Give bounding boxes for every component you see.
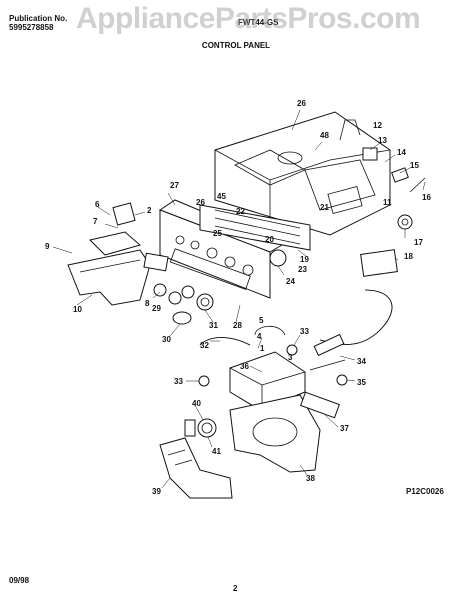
callout-41: 41 bbox=[212, 447, 221, 456]
callout-13: 13 bbox=[378, 136, 387, 145]
callout-21: 21 bbox=[320, 203, 329, 212]
callout-12: 12 bbox=[373, 121, 382, 130]
control-bracket bbox=[199, 204, 311, 267]
callout-19: 19 bbox=[300, 255, 309, 264]
model-number: FWT44-GS bbox=[238, 18, 279, 27]
callout-22: 22 bbox=[236, 207, 245, 216]
publication-label: Publication No. bbox=[9, 14, 68, 23]
callout-14: 14 bbox=[397, 148, 406, 157]
callout-15: 15 bbox=[410, 161, 419, 170]
callout-38: 38 bbox=[306, 474, 315, 483]
callout-5: 5 bbox=[259, 316, 264, 325]
callout-26-mid: 26 bbox=[196, 198, 205, 207]
callout-30: 30 bbox=[162, 335, 171, 344]
callout-20: 20 bbox=[265, 235, 274, 244]
callout-45: 45 bbox=[217, 192, 226, 201]
callout-39: 39 bbox=[152, 487, 161, 496]
page-number: 2 bbox=[233, 584, 238, 593]
callout-16: 16 bbox=[422, 193, 431, 202]
callout-29: 29 bbox=[152, 304, 161, 313]
callout-labels: 26 48 12 13 14 15 16 27 26 45 22 25 20 2… bbox=[45, 99, 431, 496]
callout-36: 36 bbox=[240, 362, 249, 371]
callout-10: 10 bbox=[73, 305, 82, 314]
control-frame bbox=[214, 111, 391, 236]
callout-11: 11 bbox=[383, 198, 392, 207]
callout-6: 6 bbox=[95, 200, 100, 209]
callout-34: 34 bbox=[357, 357, 366, 366]
callout-33-left: 33 bbox=[174, 377, 183, 386]
callout-1: 1 bbox=[260, 344, 265, 353]
callout-24: 24 bbox=[286, 277, 295, 286]
callout-32-left: 32 bbox=[200, 341, 209, 350]
hoses bbox=[199, 289, 393, 346]
callout-4: 4 bbox=[257, 332, 262, 341]
water-valve bbox=[198, 333, 348, 411]
callout-27: 27 bbox=[170, 181, 179, 190]
publication-number: 5995278858 bbox=[9, 23, 54, 32]
callout-31: 31 bbox=[209, 321, 218, 330]
date-code: 09/98 bbox=[9, 576, 30, 585]
knobs bbox=[153, 283, 214, 325]
callout-2: 2 bbox=[147, 206, 152, 215]
figure-code: P12C0026 bbox=[406, 487, 444, 496]
callout-8: 8 bbox=[145, 299, 150, 308]
leader-lines bbox=[52, 109, 426, 489]
callout-17: 17 bbox=[414, 238, 423, 247]
callout-25: 25 bbox=[213, 229, 222, 238]
callout-33-right: 33 bbox=[300, 327, 309, 336]
callout-9: 9 bbox=[45, 242, 50, 251]
pump-housing bbox=[197, 391, 340, 473]
watermark: AppliancePartsPros.com bbox=[76, 2, 421, 35]
section-title: CONTROL PANEL bbox=[201, 41, 271, 50]
callout-28: 28 bbox=[233, 321, 242, 330]
dispenser-drawer bbox=[67, 202, 169, 306]
callout-18: 18 bbox=[404, 252, 413, 261]
callout-35: 35 bbox=[357, 378, 366, 387]
right-components bbox=[339, 119, 426, 277]
callout-3: 3 bbox=[288, 353, 293, 362]
callout-23: 23 bbox=[298, 265, 307, 274]
callout-26-top: 26 bbox=[297, 99, 306, 108]
callout-40: 40 bbox=[192, 399, 201, 408]
callout-37: 37 bbox=[340, 424, 349, 433]
callout-48: 48 bbox=[320, 131, 329, 140]
drain-hose bbox=[159, 419, 233, 499]
callout-7: 7 bbox=[93, 217, 98, 226]
